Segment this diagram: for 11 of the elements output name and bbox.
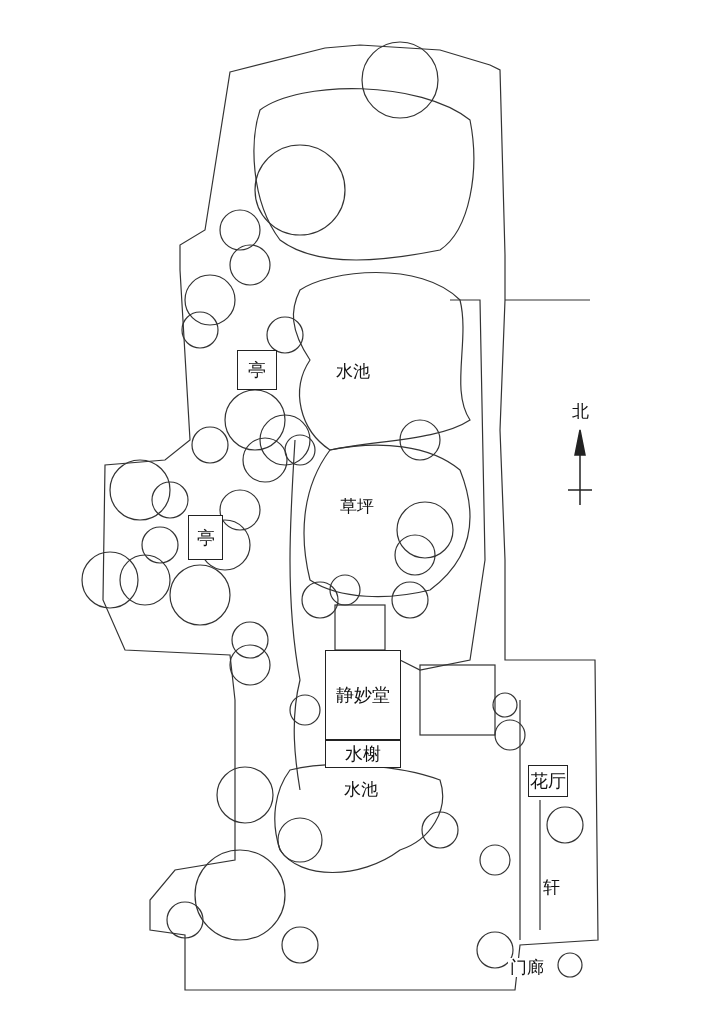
area-label: 水池 [334, 362, 372, 381]
building-label: 轩 [541, 878, 562, 897]
building-label: 门廊 [508, 958, 546, 977]
north-label: 北 [570, 402, 591, 421]
hall-box: 静妙堂 [325, 650, 401, 740]
waterside-pavilion-box: 水榭 [325, 740, 401, 768]
flower-hall-box: 花厅 [528, 765, 568, 797]
area-label: 水池 [342, 780, 380, 799]
pavilion-box: 亭 [237, 350, 277, 390]
area-label: 草坪 [338, 497, 376, 516]
pavilion-box: 亭 [188, 515, 223, 560]
